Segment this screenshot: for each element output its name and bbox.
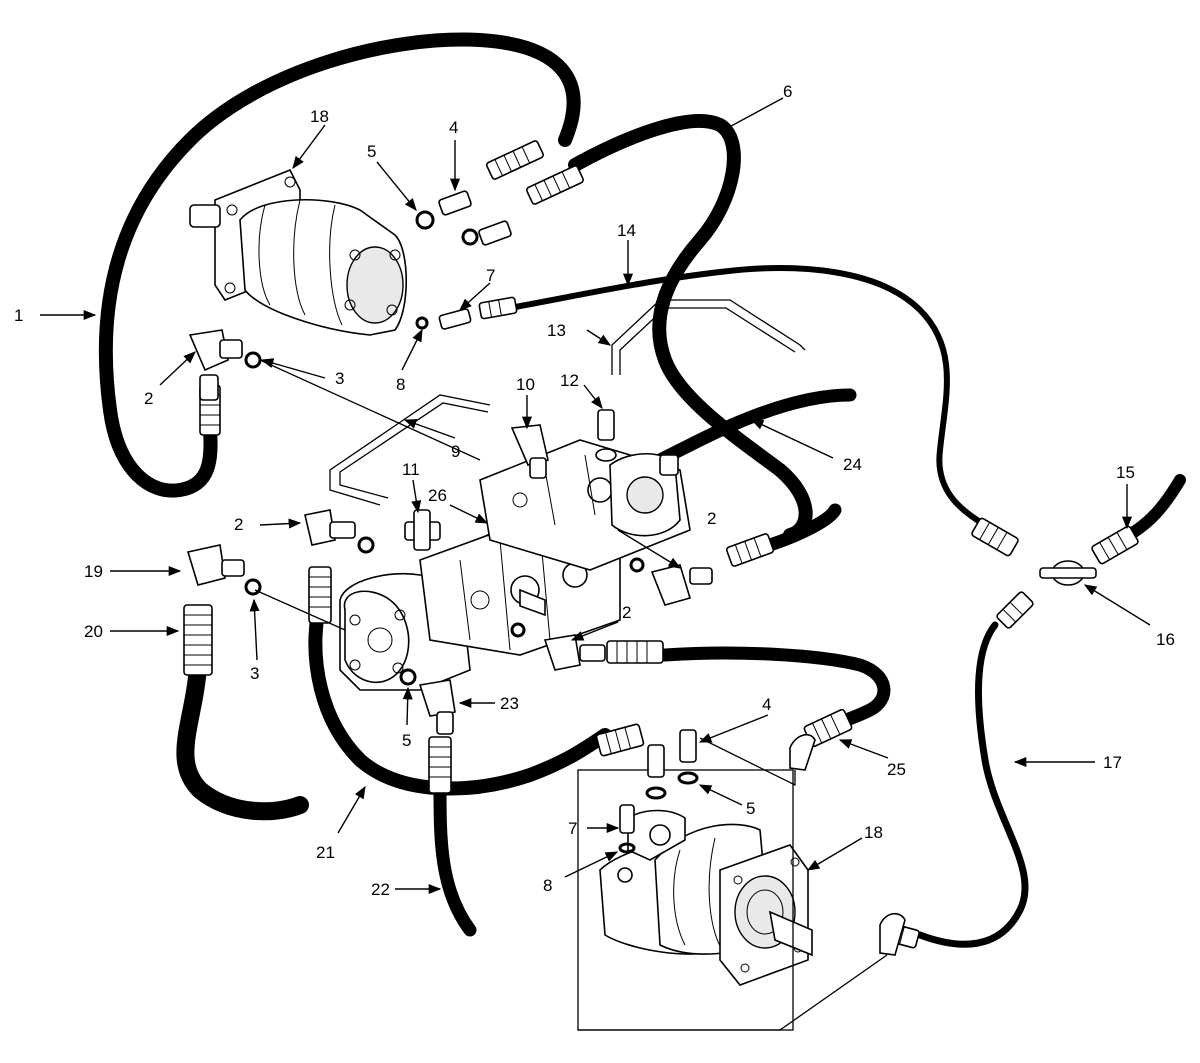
motor-top — [189, 168, 407, 336]
ferrule-hose-21 — [308, 566, 332, 624]
hose-20 — [176, 656, 309, 821]
oring-8-top — [415, 316, 429, 330]
callout-17: 17 — [1103, 753, 1122, 772]
callout-10: 10 — [516, 375, 535, 394]
hose-17 — [916, 621, 1029, 948]
ferrule-hose-20 — [183, 604, 213, 676]
elbow-fitting-2-left — [304, 509, 356, 546]
callout-2-right: 2 — [707, 509, 716, 528]
callout-2-left: 2 — [234, 515, 243, 534]
adapter-4-bottom — [647, 729, 697, 778]
callout-25: 25 — [887, 760, 906, 779]
oring-5-bottom-a — [645, 786, 667, 800]
callout-8-bottom: 8 — [543, 876, 552, 895]
callout-26: 26 — [428, 486, 447, 505]
fittings — [186, 190, 1097, 956]
fitting-12 — [595, 409, 617, 462]
callout-20: 20 — [84, 622, 103, 641]
oring-8-bottom — [618, 842, 636, 854]
callout-5-top: 5 — [367, 142, 376, 161]
hose-14 — [512, 265, 988, 528]
hose-1 — [98, 32, 581, 498]
oring-5-pump — [399, 668, 417, 686]
ferrule-hose-22 — [428, 736, 452, 794]
tee-fitting-11 — [404, 509, 441, 551]
hose-pump-right — [763, 503, 842, 552]
oring-3-lower — [244, 578, 262, 596]
callout-leaders — [40, 97, 1151, 1031]
hose-21 — [308, 605, 612, 796]
callout-5-bottom: 5 — [746, 799, 755, 818]
callout-18-top: 18 — [310, 107, 329, 126]
callout-4-top: 4 — [449, 118, 458, 137]
oring-5-top — [415, 210, 435, 230]
callout-12: 12 — [560, 371, 579, 390]
callout-labels: 1 2 2 2 2 3 3 4 4 5 5 5 6 7 7 8 8 9 10 1… — [14, 82, 1175, 899]
callout-21: 21 — [316, 843, 335, 862]
callout-15: 15 — [1116, 463, 1135, 482]
callout-19: 19 — [84, 562, 103, 581]
adapter-7-top — [438, 308, 472, 330]
callout-24: 24 — [843, 455, 862, 474]
callout-4-bottom: 4 — [762, 695, 771, 714]
elbow-fitting-17-end — [879, 912, 906, 956]
callout-16: 16 — [1156, 630, 1175, 649]
callout-13: 13 — [547, 321, 566, 340]
callout-3-lower: 3 — [250, 664, 259, 683]
callout-2-lower: 2 — [622, 603, 631, 622]
ferrule-hose-25 — [606, 640, 664, 664]
oring-2-bottom — [510, 622, 526, 638]
rigid-tubes — [254, 299, 806, 631]
oring-5-top-b — [461, 228, 479, 246]
elbow-fitting-2-upper — [188, 329, 243, 401]
callout-23: 23 — [500, 694, 519, 713]
hose-22 — [433, 778, 477, 937]
elbow-fitting-19 — [186, 544, 245, 586]
pump-assembly — [339, 439, 691, 691]
callout-1: 1 — [14, 306, 23, 325]
ferrule-hose-14-end — [971, 517, 1019, 557]
elbow-fitting-2-bottom — [543, 634, 606, 671]
oring-2-right — [629, 557, 645, 573]
ferrule-top-2 — [526, 165, 584, 205]
hose-6 — [568, 114, 813, 542]
oring-2-left — [357, 536, 375, 554]
ferrule-hose-14 — [478, 296, 518, 320]
ferrule-hose-17 — [996, 591, 1034, 629]
callout-3-upper: 3 — [335, 369, 344, 388]
callout-5-pump: 5 — [402, 731, 411, 750]
callout-7-top: 7 — [486, 266, 495, 285]
ferrule-hose-21-end — [595, 723, 645, 757]
callout-11: 11 — [402, 460, 420, 479]
callout-14: 14 — [617, 221, 636, 240]
callout-6: 6 — [783, 82, 792, 101]
adapter-4-top — [438, 190, 512, 246]
ferrule-top-1 — [486, 140, 544, 180]
hose-25 — [658, 646, 891, 737]
callout-9: 9 — [451, 442, 460, 461]
elbow-fitting-2-right — [650, 564, 713, 606]
callout-18-bottom: 18 — [864, 823, 883, 842]
elbow-fitting-25-end — [789, 733, 816, 771]
tee-fitting-16 — [1039, 560, 1097, 586]
oring-5-bottom-b — [677, 771, 699, 785]
elbow-fitting-23 — [418, 679, 456, 735]
callout-7-bottom: 7 — [568, 819, 577, 838]
ferrule-pump-right — [725, 533, 775, 567]
callout-2-upper-left: 2 — [144, 389, 153, 408]
motor-bottom — [577, 769, 813, 1031]
ferrule-hose-15 — [1091, 525, 1139, 565]
oring-3-upper — [244, 351, 262, 369]
callout-8-top: 8 — [396, 375, 405, 394]
adapter-7-bottom — [619, 804, 635, 834]
callout-22: 22 — [371, 880, 390, 899]
